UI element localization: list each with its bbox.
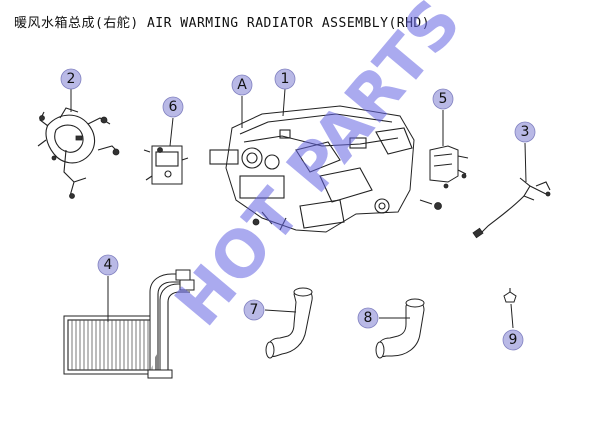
page-title: 暖风水箱总成(右舵) AIR WARMING RADIATOR ASSEMBLY… [14,16,431,31]
callout-1: 1 [274,68,296,90]
callout-label: 5 [439,91,448,107]
callout-label: 4 [104,257,113,273]
callout-7: 7 [243,299,265,321]
part-5-motor-bracket [429,145,469,189]
callout-label: 9 [509,332,518,348]
callout-label: 6 [169,99,178,115]
callout-4: 4 [97,254,119,276]
callout-label: 3 [521,124,530,140]
part-9-clip [503,288,517,303]
callout-label: 1 [281,71,290,87]
callout-label: 8 [364,310,373,326]
callout-6: 6 [162,96,184,118]
callout-2: 2 [60,68,82,90]
callout-8: 8 [357,307,379,329]
part-1-heater-housing [209,105,442,233]
callout-label: 7 [250,302,259,318]
part-4-radiator-core [63,269,195,379]
leader-lines [70,88,527,329]
part-3-sensor-wire [472,177,551,239]
callout-label: A [237,77,247,93]
part-7-hose [265,287,313,359]
part-8-hose [375,298,425,359]
callout-A: A [231,74,253,96]
callout-9: 9 [502,329,524,351]
part-6-actuator [143,145,189,185]
callout-5: 5 [432,88,454,110]
watermark-text: HOT PARTS [162,0,476,340]
part-2-wiring-harness [37,107,120,199]
callout-3: 3 [514,121,536,143]
callout-label: 2 [67,71,76,87]
